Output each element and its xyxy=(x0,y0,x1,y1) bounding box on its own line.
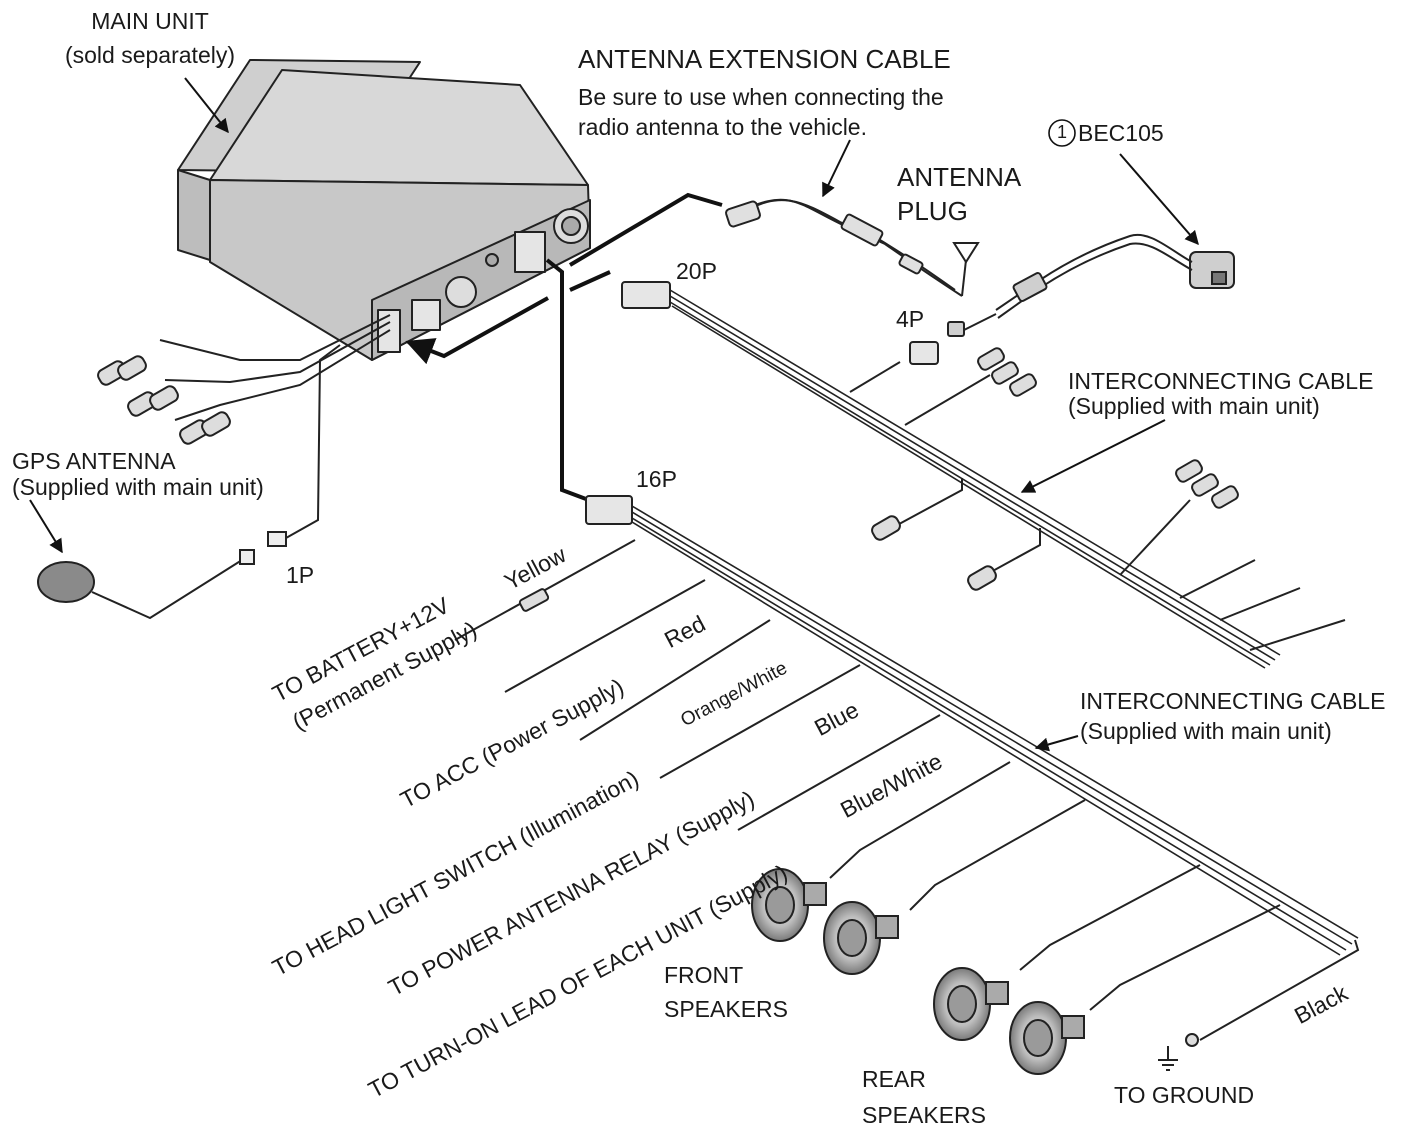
main-unit-label: MAIN UNIT xyxy=(91,8,209,34)
antenna-extension-title: ANTENNA EXTENSION CABLE xyxy=(578,44,951,74)
antenna-plug-label-2: PLUG xyxy=(897,196,968,226)
rca-cables xyxy=(97,314,391,445)
bec105-camera xyxy=(947,233,1235,337)
connector-20p-label: 20P xyxy=(676,258,717,284)
connector-16p-label: 16P xyxy=(636,466,677,492)
gps-antenna-note: (Supplied with main unit) xyxy=(12,474,264,500)
rear-speakers-label-2: SPEAKERS xyxy=(862,1102,986,1128)
front-speaker-right xyxy=(823,901,899,975)
gps-antenna-label: GPS ANTENNA xyxy=(12,448,176,474)
antenna-plug-label-1: ANTENNA xyxy=(897,162,1022,192)
gps-antenna xyxy=(37,344,341,620)
antenna-extension-cable xyxy=(725,198,980,297)
harness-20p xyxy=(621,281,1346,669)
front-speaker-left xyxy=(751,868,827,942)
interconnecting-cable-1-label: INTERCONNECTING CABLE xyxy=(1068,368,1374,394)
ground-label: TO GROUND xyxy=(1114,1082,1255,1108)
interconnecting-cable-2-label: INTERCONNECTING CABLE xyxy=(1080,688,1386,714)
front-speakers-label-1: FRONT xyxy=(664,962,744,988)
interconnecting-cable-1-note: (Supplied with main unit) xyxy=(1068,393,1320,419)
part-number: 1 xyxy=(1056,122,1067,142)
speaker-leads xyxy=(829,761,1281,1011)
connector-4p-label: 4P xyxy=(896,306,925,332)
harness-16p xyxy=(454,495,1360,1071)
main-unit xyxy=(177,59,591,361)
rear-speakers-label-1: REAR xyxy=(862,1066,926,1092)
interconnecting-cable-2-note: (Supplied with main unit) xyxy=(1080,718,1332,744)
antenna-extension-note-1: Be sure to use when connecting the xyxy=(578,84,944,110)
bec105-label: BEC105 xyxy=(1078,120,1164,146)
main-unit-note: (sold separately) xyxy=(64,42,236,68)
rear-speaker-left xyxy=(933,967,1009,1041)
front-speakers-label-2: SPEAKERS xyxy=(664,996,788,1022)
connector-1p-label: 1P xyxy=(286,562,315,588)
rear-speaker-right xyxy=(1009,1001,1085,1075)
antenna-extension-note-2: radio antenna to the vehicle. xyxy=(578,114,867,140)
